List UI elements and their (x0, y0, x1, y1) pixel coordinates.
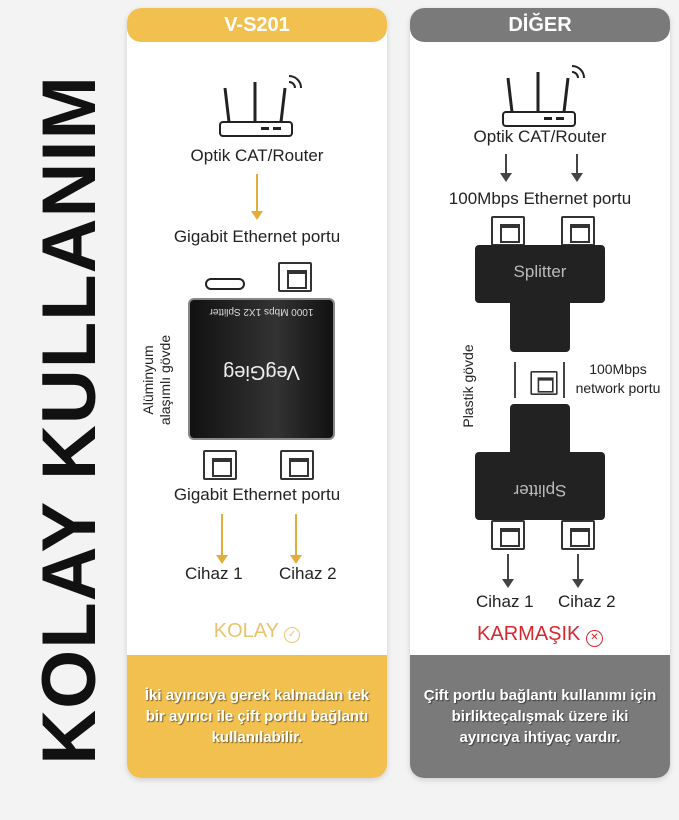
x-circle-icon: ✕ (585, 630, 603, 647)
splitter-top: Splitter (475, 245, 605, 303)
device-model: 1000 Mbps 1X2 Splitter (209, 306, 314, 317)
input-port-label: 100Mbps Ethernet portu (448, 189, 632, 208)
router-label: Optik CAT/Router (473, 127, 607, 146)
ethernet-port-icon (280, 450, 314, 480)
arrow-icon (290, 514, 302, 564)
verdict: KARMAŞIK ✕ (410, 623, 670, 647)
v-s201-card: V-S201 Optik CAT/Router Gigabit Ethernet… (127, 8, 387, 778)
arrow-icon (502, 554, 514, 588)
verdict: KOLAY ✓ (127, 620, 387, 643)
ethernet-port-icon (491, 216, 525, 246)
arrow-icon (571, 154, 583, 182)
splitter-top-stem (510, 302, 570, 352)
device1-label: Cihaz 1 (476, 592, 534, 611)
splitter-bottom: Splitter (475, 452, 605, 520)
arrow-icon (216, 514, 228, 564)
ethernet-port-icon (203, 450, 237, 480)
input-port-label: Gigabit Ethernet portu (173, 227, 341, 246)
arrow-icon (572, 554, 584, 588)
splitter-label: Splitter (513, 481, 567, 500)
ethernet-port-icon (491, 520, 525, 550)
body-label: Alüminyum alaşımlı gövde (140, 334, 173, 426)
ethernet-port-icon (278, 262, 312, 292)
network-port-label: 100Mbps network portu (575, 361, 661, 396)
router-icon (502, 65, 585, 127)
device1-label: Cihaz 1 (185, 564, 243, 583)
double-arrow-icon (514, 362, 516, 398)
splitter-bottom-stem (510, 404, 570, 454)
body-label: Plastik gövde (460, 344, 476, 428)
ethernet-port-icon (561, 216, 595, 246)
check-circle-icon: ✓ (284, 627, 301, 643)
device-brand: VegGieg (223, 361, 300, 383)
description: Çift portlu bağlantı kullanımı için birl… (410, 655, 670, 778)
ethernet-port-icon (530, 371, 558, 395)
ethernet-port-icon (561, 520, 595, 550)
splitter-device: 1000 Mbps 1X2 Splitter VegGieg (188, 298, 335, 440)
splitter-label: Splitter (513, 262, 567, 281)
double-arrow-icon (563, 362, 565, 398)
arrow-icon (500, 154, 512, 182)
verdict-label: KARMAŞIK (477, 623, 581, 645)
output-port-label: Gigabit Ethernet portu (173, 485, 341, 504)
device2-label: Cihaz 2 (558, 592, 616, 611)
device2-label: Cihaz 2 (279, 564, 337, 583)
card-header: DİĞER (410, 8, 670, 42)
router-label: Optik CAT/Router (190, 146, 324, 165)
router-icon (219, 75, 302, 137)
verdict-label: KOLAY (213, 620, 279, 642)
side-title: KOLAY KULLANIM (27, 75, 112, 765)
other-card: DİĞER Optik CAT/Router 100Mbps Ethernet … (410, 8, 670, 778)
usb-c-port-icon (205, 278, 245, 290)
description: İki ayırıcıya gerek kalmadan tek bir ayı… (127, 655, 387, 778)
card-header: V-S201 (127, 8, 387, 42)
arrow-icon (251, 174, 263, 220)
